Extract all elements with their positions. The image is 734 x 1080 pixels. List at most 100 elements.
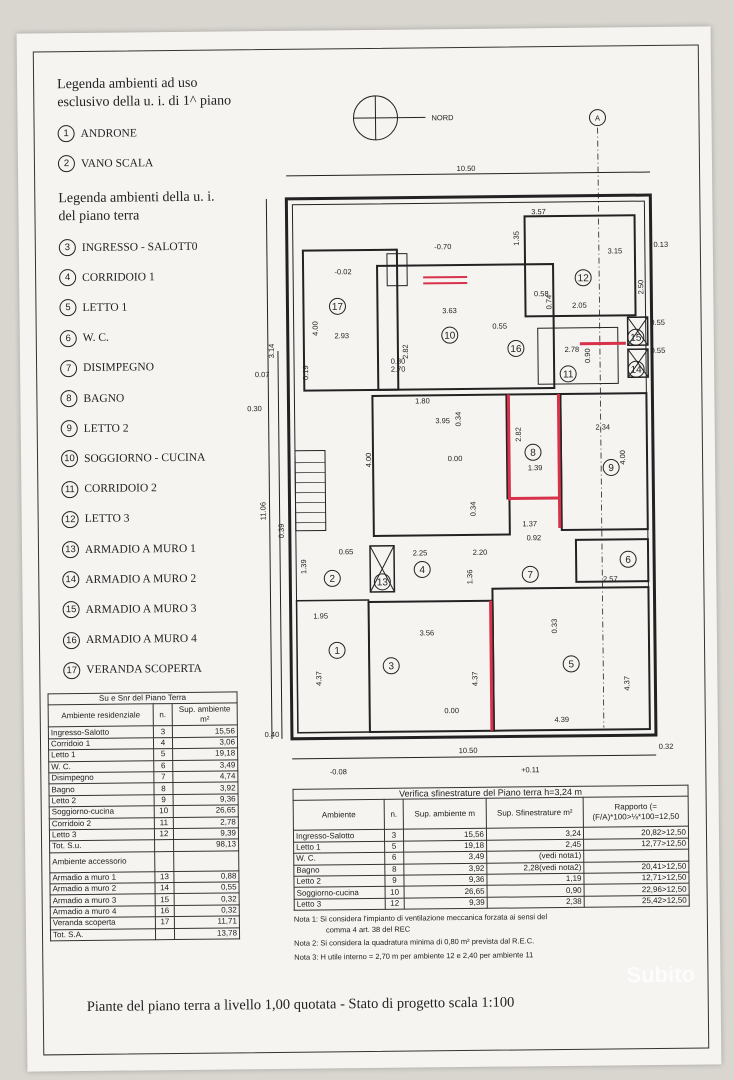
legend-item-label: BAGNO [83,392,125,405]
table-cell: 6 [153,760,173,772]
dimension-label: 2.20 [473,548,488,557]
table-header: Rapporto (=(F/A)*100>⅛*100=12,50 [583,796,689,828]
room-number: 11 [563,369,574,380]
room-marker-12: 12 [574,269,592,287]
drawing-sheet: Legenda ambienti ad uso esclusivo della … [16,26,722,1072]
room-number: 12 [578,273,590,284]
room-marker-6: 6 [619,550,637,568]
dimension-label: 4.37 [314,671,323,686]
table-header: Ambiente [293,799,385,831]
room-number-badge: 4 [59,269,77,287]
room-number: 17 [332,302,344,313]
dimension-label: 2.34 [595,422,610,431]
table-cell: 14 [154,882,175,895]
table-cell: Letto 2 [293,875,386,888]
room-number-badge: 3 [58,239,76,257]
legend-item-label: VERANDA SCOPERTA [86,663,202,677]
table-cell: 8 [153,782,174,795]
dimension-label: 1.95 [313,611,328,620]
table-cell: 5 [384,840,404,853]
table-cell: 9,36 [173,793,239,806]
dimension-label: 3.15 [608,246,623,255]
legend-item-label: DISIMPEGNO [83,361,155,375]
table-cell: 3,06 [172,736,238,749]
table-cell: 2,45 [486,839,584,852]
table-cell: 2,78 [173,816,239,829]
legend-item-label: ARMADIO A MURO 1 [84,542,196,556]
table-cell: 10 [154,805,174,818]
dimension-label: 4.39 [554,715,569,724]
room-marker-2: 2 [323,569,341,587]
room-marker-7: 7 [521,565,539,583]
table-cell: 4,74 [172,770,238,783]
dimension-label: 0.34 [469,502,478,517]
table-cell: 0,88 [173,870,239,883]
table-cell: W. C. [293,852,385,865]
room-number: 7 [527,570,533,581]
dimension-label: 0.92 [527,533,542,542]
dimension-label: 0.34 [454,412,463,427]
room-number: 8 [530,448,536,459]
table-cell: 7 [153,771,173,784]
dimension-label: 0.65 [339,547,354,556]
table-cell: Tot. S.A. [50,928,156,941]
table-header: Sup. ambiente m [403,798,487,830]
dimension-label: 2.93 [334,331,349,340]
table-cell: 19,18 [172,748,238,761]
room-number: 14 [631,365,643,376]
room-number-badge: 15 [62,601,80,619]
table-cell: 9,36 [403,874,488,887]
legend-item-label: CORRIDOIO 1 [82,270,155,284]
room-number-badge: 7 [60,359,78,378]
room-number-badge: 9 [60,420,78,438]
table-header: Sup. Sfinestrature m² [486,797,584,829]
dimension-label: 2.57 [603,574,618,583]
dimension-label: 2.05 [572,301,587,310]
dimension-label: 10.50 [459,746,478,755]
room-marker-14: 14 [627,360,645,378]
table-cell: 3 [153,725,173,738]
table-cell: 9 [384,875,405,887]
table-cell: 15 [155,894,175,906]
legend-item-label: SOGGIORNO - CUCINA [83,451,206,465]
dimension-label: 0.39 [277,524,286,539]
north-label: NORD [431,113,454,122]
dimension-label: 11.06 [259,502,268,520]
room-number-badge: 16 [62,631,81,649]
dimension-label: 4.00 [311,321,320,336]
room-marker-9: 9 [602,458,620,476]
table-cell: 16 [155,905,175,918]
table-cell: 26,65 [173,805,239,818]
table-cell: 2,38 [487,896,585,909]
dimension-label: 2.50 [636,280,645,295]
room-marker-17: 17 [328,297,346,315]
watermark: Subito [626,961,696,988]
table-cell: Letto 1 [293,841,385,854]
dimension-label: 0.74 [544,295,553,310]
table-cell: Soggiorno-cucina [294,886,386,900]
legend-header-2: esclusivo della u. i. di 1^ piano [57,93,232,111]
room-marker-11: 11 [559,365,577,383]
table-cell: 5 [153,748,173,761]
table-sfinestrature: Verifica sfinestrature del Piano terra h… [293,785,690,911]
room-number: 13 [377,577,389,588]
legend-item-label: CORRIDOIO 2 [84,482,157,496]
table-cell: 2,28(vedi nota2) [486,861,584,875]
room-number-badge: 13 [61,541,80,559]
dimension-label: 0.55 [492,322,507,331]
table-cell: Ambiente accessorio [49,851,155,873]
room-number-badge: 1 [57,125,75,143]
room-marker-10: 10 [441,326,459,344]
room-number: 15 [630,333,642,344]
table-cell: 11 [154,817,174,829]
dimension-label: 2.82 [514,427,523,442]
table-cell: 0,32 [174,893,240,906]
table-cell: 20,41>12,50 [583,860,689,874]
table-cell: 3,24 [486,827,584,841]
table-header: n. [384,799,404,830]
table-cell: 0,90 [487,884,585,898]
